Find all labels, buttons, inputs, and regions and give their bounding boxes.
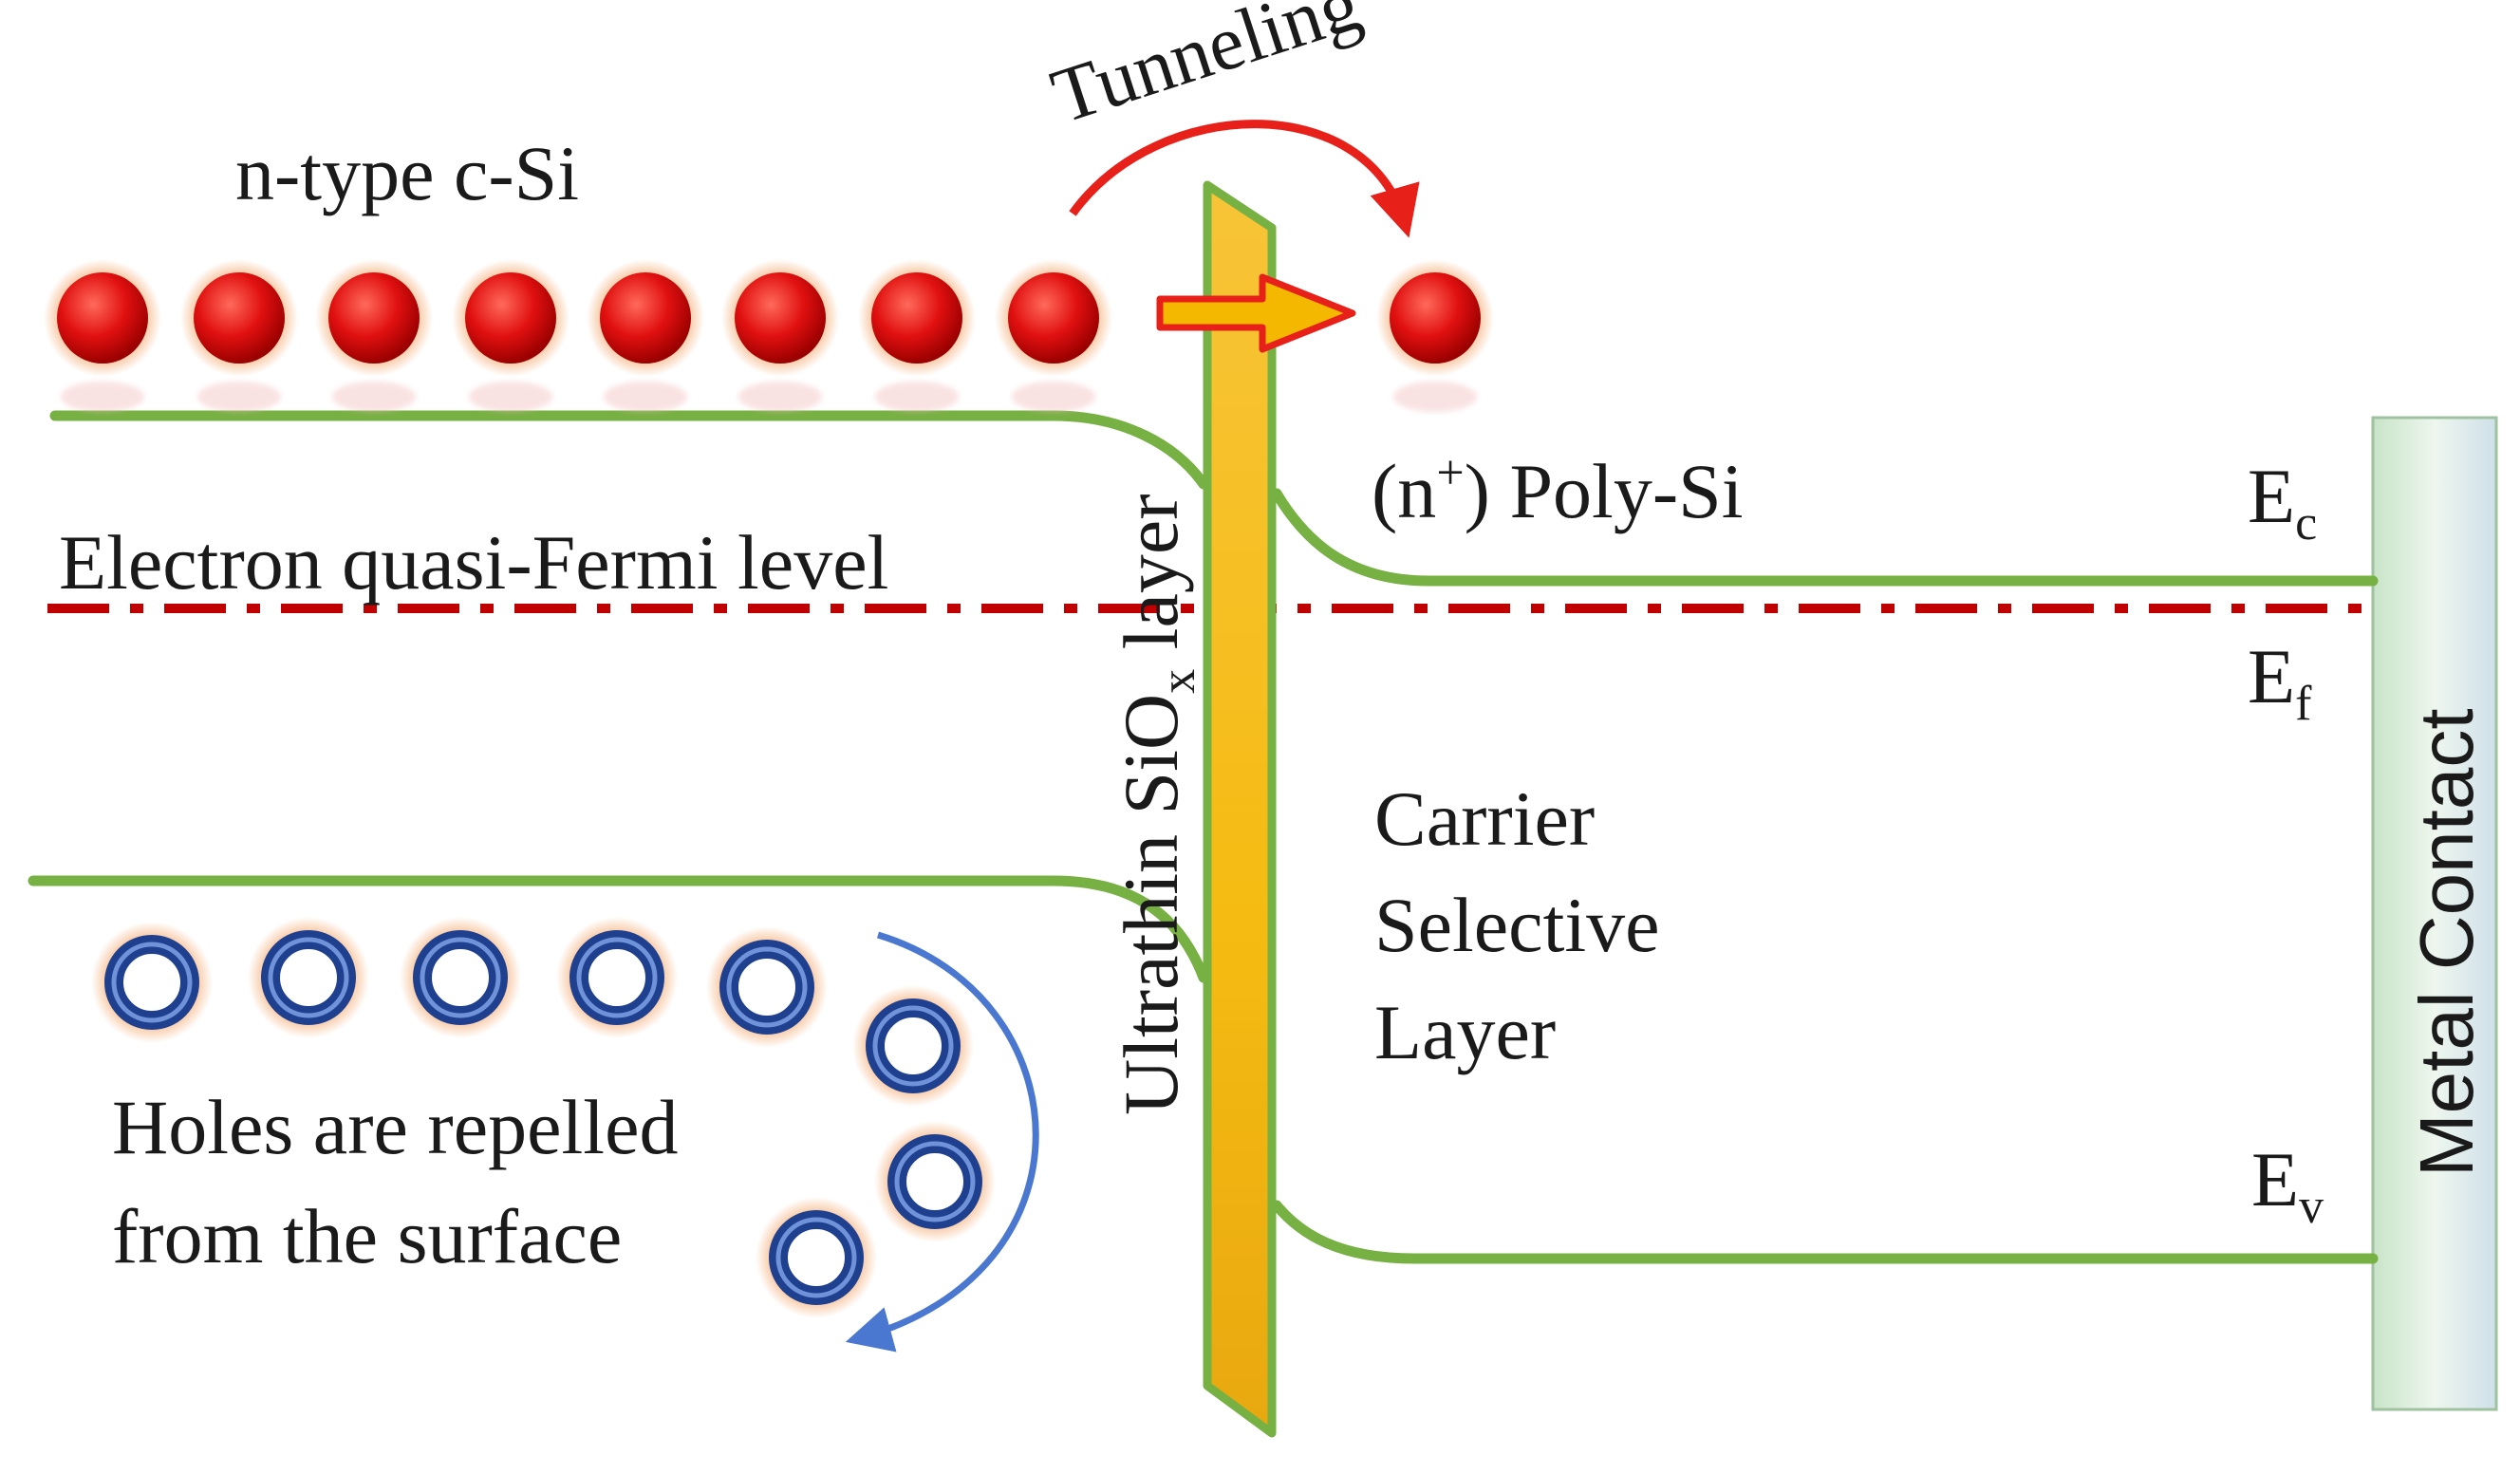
holes-label-1: Holes are repelled <box>112 1084 678 1170</box>
electron <box>180 259 298 412</box>
ec-label: Ec <box>2248 453 2317 550</box>
electron-row <box>44 259 1494 412</box>
electron <box>44 259 161 412</box>
hole-group <box>91 917 996 1318</box>
hole <box>248 917 369 1038</box>
valence-band-left <box>28 875 1209 983</box>
ec-main: E <box>2248 453 2295 539</box>
conduction-band-left <box>49 410 1209 490</box>
metal-contact <box>2371 416 2498 1411</box>
carrier-label-3: Layer <box>1374 989 1556 1075</box>
oxide-layer <box>1203 180 1277 1438</box>
hole <box>556 917 678 1038</box>
hole <box>400 917 521 1038</box>
electron <box>315 259 433 412</box>
poly-si-label: (n+) Poly-Si <box>1372 446 1744 534</box>
hole-repel-arrow <box>845 931 1039 1353</box>
electron-fermi-label: Electron quasi-Fermi level <box>59 519 888 606</box>
valence-band-right <box>1271 1200 2379 1264</box>
carrier-label-1: Carrier <box>1374 775 1595 862</box>
poly-sup: + <box>1436 446 1464 500</box>
ef-label: Ef <box>2248 633 2312 731</box>
electron <box>721 259 839 412</box>
ef-sub: f <box>2295 677 2312 731</box>
hole <box>91 922 213 1043</box>
ev-sub: v <box>2299 1180 2324 1234</box>
electron <box>858 259 976 412</box>
tunneling-straight-arrow <box>1156 273 1356 353</box>
oxide-label-tail: layer <box>1108 494 1194 668</box>
conduction-band-right <box>1271 488 2379 587</box>
metal-contact-label: Metal Contact <box>2404 708 2489 1177</box>
tunneling-text: Tunneling <box>1041 0 1370 140</box>
carrier-label-2: Selective <box>1374 882 1660 968</box>
electron <box>995 259 1112 412</box>
poly-post: ) Poly-Si <box>1465 448 1744 534</box>
ev-label: Ev <box>2251 1136 2324 1234</box>
hole <box>706 926 828 1048</box>
ev-main: E <box>2251 1136 2299 1222</box>
n-type-label: n-type c-Si <box>235 130 579 216</box>
hole <box>852 985 974 1107</box>
oxide-label-main: Ultrathin SiO <box>1108 694 1194 1115</box>
electron <box>1376 259 1494 412</box>
poly-pre: (n <box>1372 448 1436 534</box>
electron <box>587 259 704 412</box>
holes-label-2: from the surface <box>112 1193 622 1279</box>
oxide-label-sub: x <box>1151 669 1205 694</box>
hole <box>874 1121 996 1242</box>
hole <box>756 1197 877 1318</box>
tunneling-label: Tunneling <box>1041 0 1370 140</box>
tunneling-arc-arrow <box>1069 120 1420 238</box>
ef-main: E <box>2248 633 2295 719</box>
electron <box>452 259 569 412</box>
ec-sub: c <box>2295 496 2317 550</box>
oxide-label: Ultrathin SiOx layer <box>1108 494 1205 1115</box>
